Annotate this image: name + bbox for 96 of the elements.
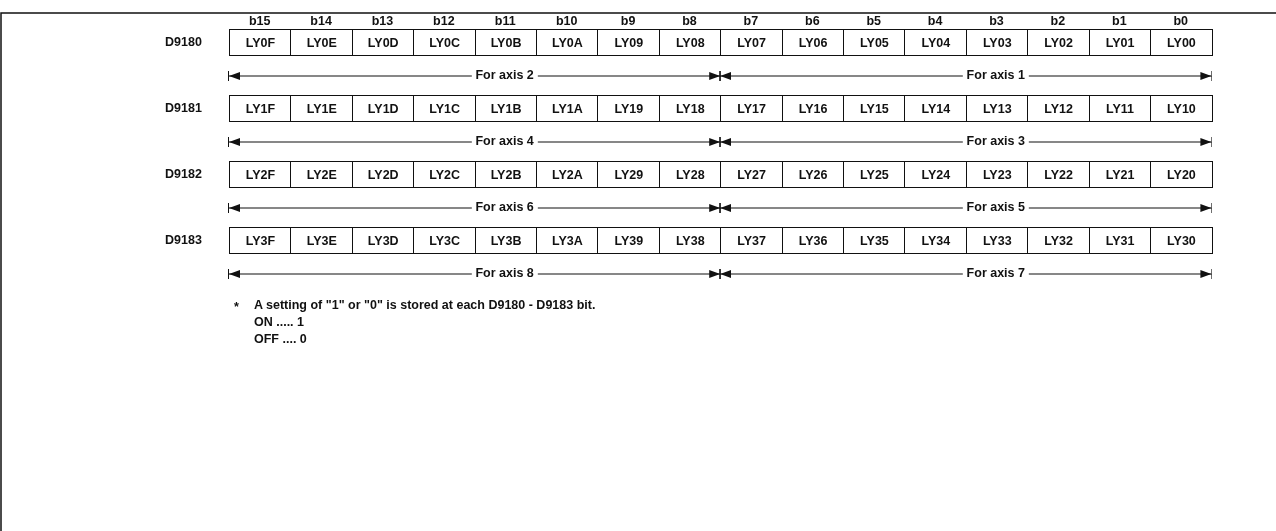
register-label: D9180	[165, 35, 202, 49]
bit-cell: LY1C	[413, 95, 477, 122]
bit-cell: LY09	[597, 29, 661, 56]
bit-cell: LY34	[904, 227, 968, 254]
bit-cell: LY17	[720, 95, 784, 122]
bit-cell: LY1E	[290, 95, 354, 122]
bit-cell: LY0A	[536, 29, 599, 56]
bit-number: b5	[866, 14, 881, 28]
axis-range-text: For axis 2	[471, 68, 538, 82]
bit-number: b6	[805, 14, 820, 28]
register-label: D9181	[165, 101, 202, 115]
bit-number: b15	[248, 14, 271, 28]
bit-cell: LY26	[781, 161, 845, 188]
bit-cell: LY33	[965, 227, 1029, 254]
bit-cell: LY08	[658, 29, 722, 56]
bit-number: b11	[494, 14, 516, 28]
bit-cell: LY27	[720, 161, 784, 188]
bit-cell: LY28	[658, 161, 722, 188]
bit-cell: LY2F	[229, 161, 292, 188]
bit-cell: LY02	[1027, 29, 1091, 56]
bit-cell: LY25	[843, 161, 906, 188]
off-value-text: OFF .... 0	[254, 332, 307, 346]
bit-cell: LY18	[658, 95, 722, 122]
bit-number: b8	[682, 14, 697, 28]
bit-cell: LY1D	[351, 95, 415, 122]
bit-cell: LY24	[904, 161, 968, 188]
bit-cell: LY01	[1088, 29, 1152, 56]
bit-cell: LY21	[1088, 161, 1152, 188]
bit-number: b7	[743, 14, 759, 28]
axis-range-text: For axis 6	[471, 200, 538, 214]
bit-cell: LY2C	[413, 161, 477, 188]
bit-cell: LY2B	[474, 161, 538, 188]
bit-cell: LY16	[781, 95, 845, 122]
bit-cell: LY19	[597, 95, 661, 122]
bit-cell: LY3E	[290, 227, 354, 254]
bit-number: b12	[433, 14, 455, 28]
bit-cell: LY14	[904, 95, 968, 122]
bit-cell: LY11	[1088, 95, 1152, 122]
bit-cell: LY0F	[229, 29, 292, 56]
bit-cell: LY37	[720, 227, 784, 254]
bit-number: b2	[1050, 14, 1066, 28]
bit-cell: LY2D	[351, 161, 415, 188]
bit-cell: LY0E	[290, 29, 354, 56]
bit-cell: LY15	[843, 95, 906, 122]
bit-cell: LY03	[965, 29, 1029, 56]
bit-number: b10	[555, 14, 578, 28]
bit-number: b9	[620, 14, 636, 28]
bit-cell: LY20	[1150, 161, 1213, 188]
bit-cell: LY3B	[474, 227, 538, 254]
bit-cell: LY1F	[229, 95, 292, 122]
axis-range-text: For axis 7	[962, 266, 1029, 280]
bit-cell: LY0C	[413, 29, 477, 56]
axis-range-text: For axis 4	[471, 134, 538, 148]
bit-cell: LY12	[1027, 95, 1091, 122]
bit-cell: LY31	[1088, 227, 1152, 254]
bit-cell: LY13	[965, 95, 1029, 122]
bit-cell: LY1A	[536, 95, 599, 122]
bit-cell: LY2A	[536, 161, 599, 188]
bit-cell: LY39	[597, 227, 661, 254]
bit-cell: LY0B	[474, 29, 538, 56]
bit-number: b0	[1173, 14, 1188, 28]
axis-range-text: For axis 3	[962, 134, 1029, 148]
register-label: D9182	[165, 167, 202, 181]
axis-range-text: For axis 1	[962, 68, 1029, 82]
bit-cell: LY32	[1027, 227, 1091, 254]
bit-cell: LY2E	[290, 161, 354, 188]
bit-number: b3	[989, 14, 1004, 28]
bit-number: b4	[927, 14, 943, 28]
bit-cell: LY29	[597, 161, 661, 188]
bit-number: b13	[371, 14, 394, 28]
bit-cell: LY05	[843, 29, 906, 56]
bit-cell: LY06	[781, 29, 845, 56]
bit-cell: LY22	[1027, 161, 1091, 188]
bit-cell: LY23	[965, 161, 1029, 188]
bit-cell: LY0D	[351, 29, 415, 56]
bit-number: b1	[1112, 14, 1127, 28]
note-asterisk: *	[234, 300, 239, 314]
bit-cell: LY3C	[413, 227, 477, 254]
register-label: D9183	[165, 233, 202, 247]
note-text: A setting of "1" or "0" is stored at each D9180 - D9183 bit.	[254, 298, 596, 312]
bit-cell: LY36	[781, 227, 845, 254]
bit-cell: LY04	[904, 29, 968, 56]
bit-cell: LY3D	[351, 227, 415, 254]
axis-range-text: For axis 5	[962, 200, 1029, 214]
bit-number: b14	[310, 14, 332, 28]
bit-cell: LY35	[843, 227, 906, 254]
bit-cell: LY00	[1150, 29, 1213, 56]
bit-cell: LY38	[658, 227, 722, 254]
bit-cell: LY3F	[229, 227, 292, 254]
bit-cell: LY30	[1150, 227, 1213, 254]
bit-cell: LY1B	[474, 95, 538, 122]
bit-cell: LY3A	[536, 227, 599, 254]
axis-range-text: For axis 8	[471, 266, 538, 280]
bit-cell: LY07	[720, 29, 784, 56]
on-value-text: ON ..... 1	[254, 315, 304, 329]
bit-cell: LY10	[1150, 95, 1213, 122]
